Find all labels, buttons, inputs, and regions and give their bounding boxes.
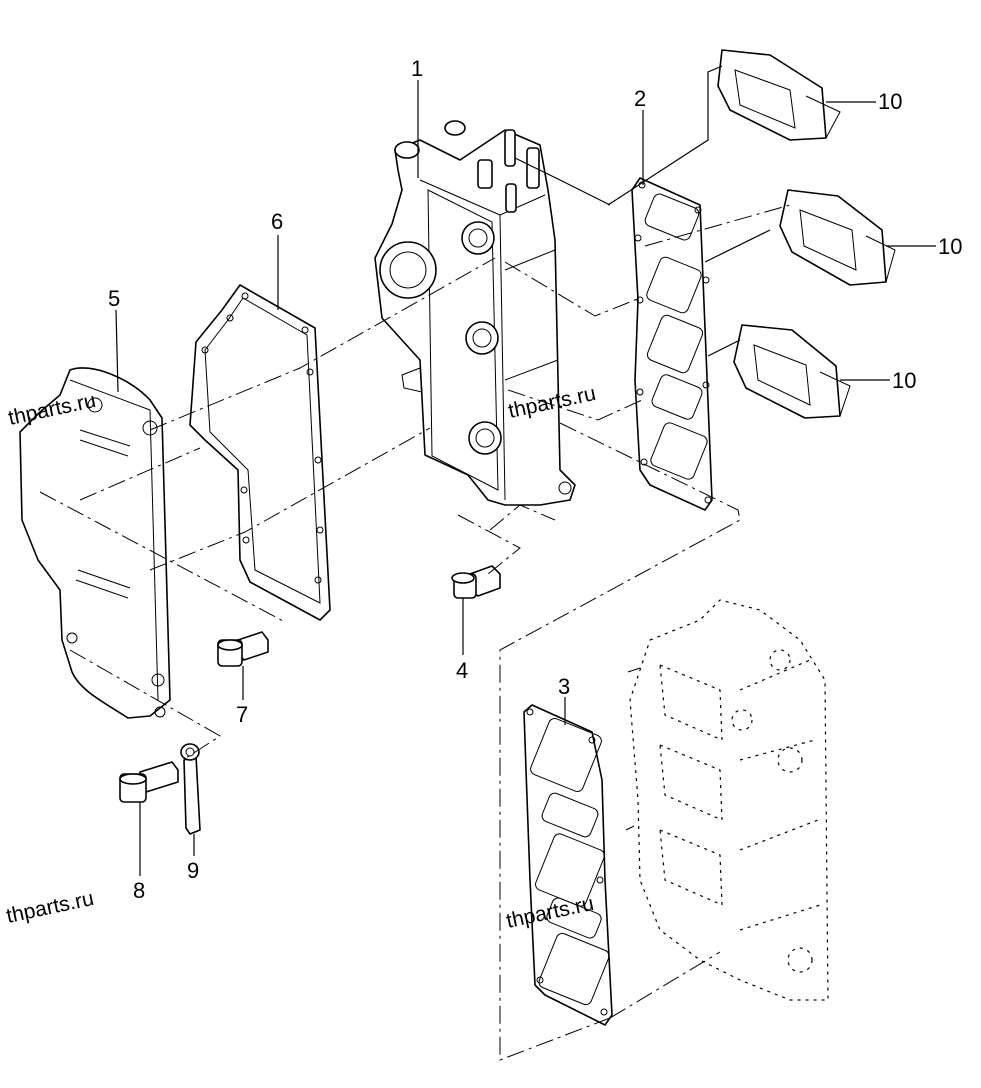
- part-8-bolt: [119, 761, 179, 803]
- callout-5: 5: [108, 286, 120, 311]
- callout-8: 8: [133, 878, 145, 903]
- part-1-manifold: [374, 120, 576, 506]
- leader-lines: [115, 65, 936, 876]
- callout-10-mid: 10: [938, 234, 962, 259]
- callout-10-bot: 10: [892, 368, 916, 393]
- engine-block-phantom: [625, 599, 829, 1001]
- callouts: 1 2 3 4 5 6 7 8 9 10 10 10: [108, 56, 962, 903]
- assembly-lines: [39, 204, 791, 1061]
- watermark-left-bottom: thparts.ru: [4, 887, 96, 928]
- callout-6: 6: [271, 209, 283, 234]
- callout-7: 7: [236, 702, 248, 727]
- callout-4: 4: [456, 658, 468, 683]
- part-6-gasket: [189, 284, 331, 621]
- part-2-gasket: [631, 177, 713, 511]
- part-10-reed-valve-mid: [779, 189, 896, 286]
- part-3-gasket: [523, 704, 613, 1026]
- part-10-reed-valve-bot: [733, 324, 851, 419]
- part-5-cover: [19, 367, 171, 719]
- part-10-reed-valve-top: [717, 49, 841, 141]
- callout-3: 3: [558, 674, 570, 699]
- callout-1: 1: [411, 56, 423, 81]
- callout-10-top: 10: [878, 89, 902, 114]
- part-9-clip: [180, 743, 201, 835]
- part-4-bolt: [451, 565, 501, 599]
- callout-9: 9: [187, 858, 199, 883]
- part-7-bolt: [217, 631, 269, 667]
- callout-2: 2: [634, 86, 646, 111]
